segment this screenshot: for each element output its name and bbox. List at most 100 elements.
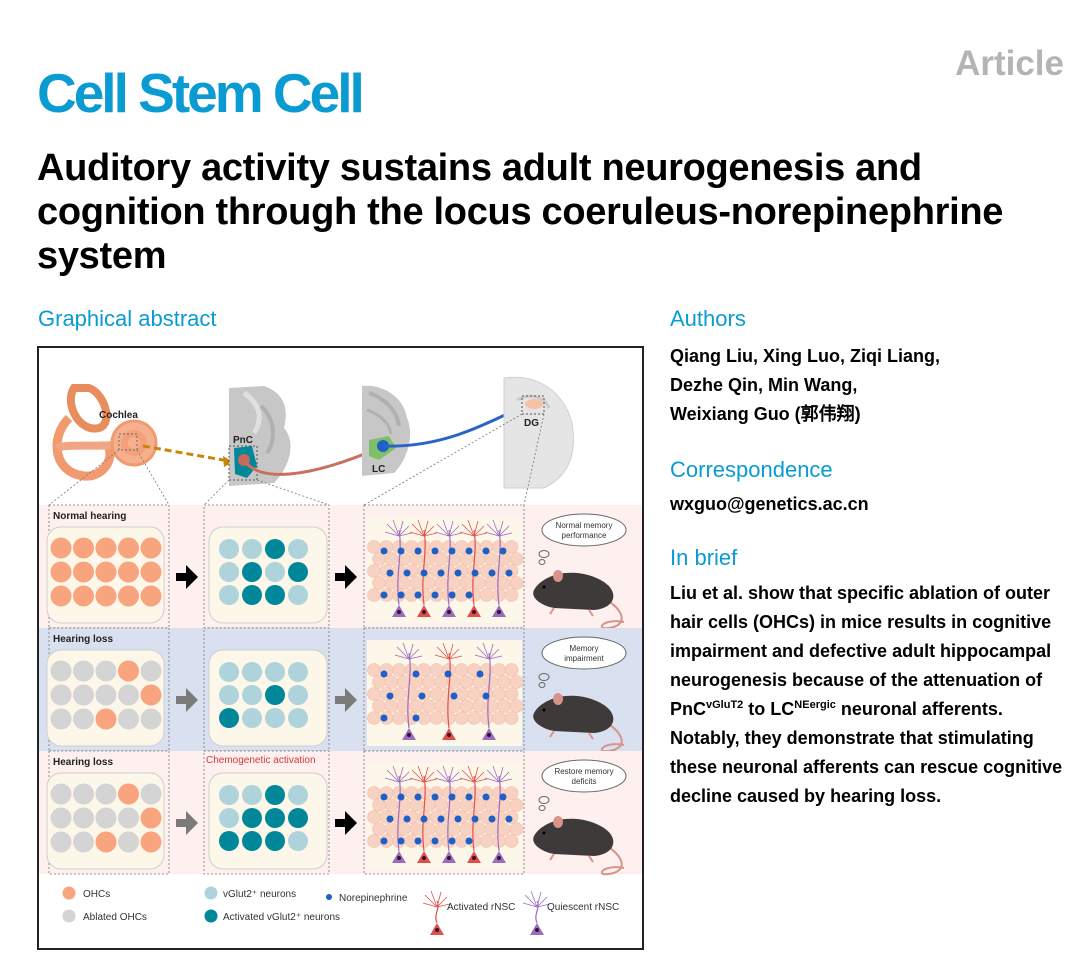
rnsc-branch xyxy=(408,648,420,660)
granule-cell xyxy=(447,699,461,713)
granule-cell xyxy=(367,810,381,824)
ablated-ohc-cell xyxy=(73,807,94,829)
rnsc-branch xyxy=(492,765,500,783)
thought-text: Restore memory xyxy=(554,767,613,776)
activated-vglut2-neuron xyxy=(265,685,285,705)
norepinephrine-dot xyxy=(380,837,388,845)
rnsc-process xyxy=(487,652,491,729)
granule-cell xyxy=(497,822,511,836)
ohc-cell xyxy=(50,537,72,559)
activated-vglut2-neuron xyxy=(288,808,308,828)
cochlea-label: Cochlea xyxy=(99,410,138,421)
rnsc-branch xyxy=(498,771,510,783)
norepinephrine-dot xyxy=(380,793,388,801)
granule-cell xyxy=(434,798,449,812)
thought-bubble xyxy=(541,636,627,670)
vglut2-neuron xyxy=(265,708,285,728)
norepinephrine-dot xyxy=(380,591,388,599)
rnsc-branch xyxy=(434,531,450,537)
granule-cell xyxy=(504,834,519,848)
rnsc-branch xyxy=(396,646,410,660)
arrow-icon xyxy=(176,688,198,712)
norepinephrine-dot xyxy=(403,569,411,577)
vglut2-neuron xyxy=(242,785,262,805)
rnsc-branch xyxy=(476,646,490,660)
granule-cell xyxy=(434,576,449,590)
granule-cell xyxy=(454,663,469,677)
ohc-cell xyxy=(50,585,72,607)
granule-cell xyxy=(384,699,399,713)
row-label: Hearing loss xyxy=(53,757,113,768)
granule-cell xyxy=(429,687,444,701)
norepinephrine-dot xyxy=(414,591,422,599)
legend-activated-swatch xyxy=(204,909,218,923)
rnsc-branch xyxy=(473,525,485,537)
mouse-eye xyxy=(542,831,546,835)
rnsc-branch xyxy=(398,525,410,537)
granule-cell xyxy=(447,822,461,836)
rnsc-nucleus xyxy=(447,856,451,860)
rnsc-branch xyxy=(461,769,475,783)
vglut2-neuron xyxy=(219,539,239,559)
rnsc-branch xyxy=(473,778,488,783)
ablated-ohc-cell xyxy=(50,660,72,682)
ablated-ohc-cell xyxy=(50,684,72,706)
rnsc-branch xyxy=(398,778,413,783)
granule-cell xyxy=(384,822,399,836)
rnsc-branch xyxy=(402,642,410,660)
rnsc-process xyxy=(407,652,411,729)
rnsc-process xyxy=(435,900,439,924)
norepinephrine-dot xyxy=(414,837,422,845)
rnsc-branch xyxy=(436,896,448,908)
thought-text: Memory xyxy=(570,644,599,653)
granule-cell xyxy=(484,552,499,566)
correspondence-email[interactable]: wxguo@genetics.ac.cn xyxy=(670,494,869,514)
granule-cell xyxy=(367,786,381,800)
vglut2-neuron xyxy=(219,662,239,682)
vglut2-neuron xyxy=(288,539,308,559)
rnsc-branch xyxy=(498,520,504,537)
rnsc-branch xyxy=(467,765,475,783)
correspondence-heading: Correspondence xyxy=(670,457,833,482)
rnsc-branch xyxy=(411,523,425,537)
norepinephrine-dot xyxy=(431,837,439,845)
rnsc-process xyxy=(472,775,476,852)
norepinephrine-dot xyxy=(465,793,473,801)
norepinephrine-dot xyxy=(454,569,462,577)
arrow-icon xyxy=(335,811,357,835)
granule-cell xyxy=(392,663,406,677)
rnsc-branch xyxy=(423,520,429,537)
rnsc-branch xyxy=(442,765,450,783)
norepinephrine-dot xyxy=(380,714,388,722)
rnsc-branch xyxy=(522,902,538,908)
rnsc-branch xyxy=(536,896,548,908)
ohc-cell xyxy=(95,561,117,583)
mouse-tail xyxy=(600,843,625,876)
rnsc-branch xyxy=(473,532,488,537)
ohc-cell xyxy=(140,684,162,706)
row-label: Hearing loss xyxy=(53,634,113,645)
norepinephrine-dot xyxy=(448,793,456,801)
mouse-ear xyxy=(553,816,563,828)
ablated-ohc-cell xyxy=(118,807,139,829)
rnsc-nucleus xyxy=(535,928,539,932)
norepinephrine-dot xyxy=(448,591,456,599)
rnsc-branch xyxy=(473,771,485,783)
rnsc-process xyxy=(447,775,451,852)
granule-cell xyxy=(484,675,499,689)
rnsc-branch xyxy=(498,778,513,783)
mouse-ear xyxy=(553,693,563,705)
granule-cell xyxy=(434,699,449,713)
ablated-ohc-cell xyxy=(118,708,139,730)
ablated-ohc-cell xyxy=(140,783,162,805)
granule-cell xyxy=(459,552,474,566)
norepinephrine-dot xyxy=(420,569,428,577)
ohc-cell xyxy=(95,537,117,559)
rnsc-branch xyxy=(530,890,538,908)
legend-ablated-label: Ablated OHCs xyxy=(83,912,147,923)
granule-cell xyxy=(422,576,436,590)
mouse-body xyxy=(533,572,614,610)
granule-cell xyxy=(504,588,519,602)
rnsc-branch xyxy=(467,519,475,537)
